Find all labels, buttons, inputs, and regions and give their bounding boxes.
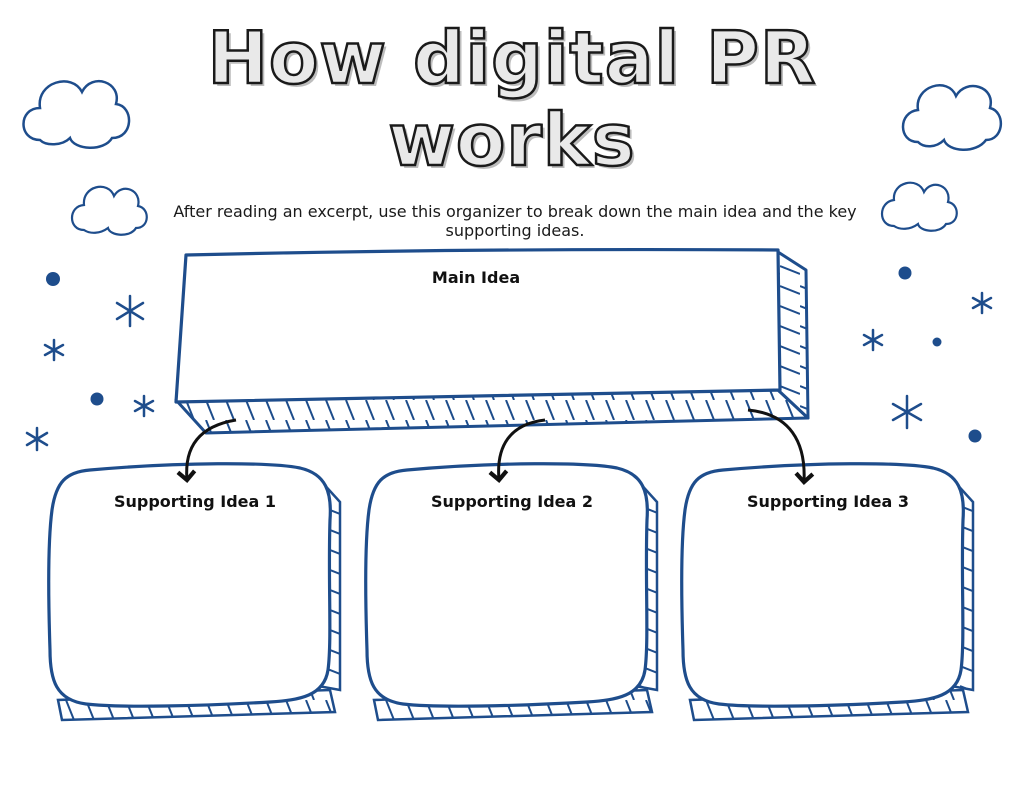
page-title-line-1: How digital PR (206, 16, 817, 100)
supporting-idea-box-2 (364, 462, 659, 722)
arrow-to-supporting-2 (488, 418, 546, 483)
dot-icon (898, 266, 912, 280)
supporting-idea-box-1 (47, 462, 342, 722)
dot-icon (968, 429, 982, 443)
sparkle-icon (115, 294, 145, 328)
arrow-to-supporting-1 (176, 418, 237, 483)
supporting-idea-2-label: Supporting Idea 2 (430, 492, 593, 511)
main-idea-box (174, 247, 810, 435)
dot-icon (932, 337, 942, 347)
supporting-idea-box-3 (680, 462, 975, 722)
cloud-icon-top-right (901, 84, 1002, 151)
instructions-text: After reading an excerpt, use this organ… (173, 202, 857, 240)
sparkle-icon (133, 394, 155, 418)
cloud-icon-top-left (22, 80, 131, 149)
supporting-idea-3-label: Supporting Idea 3 (746, 492, 909, 511)
page-title-line-2: works (387, 98, 636, 182)
sparkle-icon (971, 291, 993, 315)
main-idea-label: Main Idea (431, 268, 521, 287)
sparkle-icon (862, 328, 884, 352)
dot-icon (46, 272, 60, 286)
arrow-to-supporting-3 (747, 408, 815, 485)
sparkle-icon (891, 394, 923, 430)
sparkle-icon (43, 338, 65, 362)
cloud-icon-mid-left (70, 185, 148, 236)
cloud-icon-mid-right (880, 181, 958, 232)
sparkle-icon (25, 426, 49, 452)
supporting-idea-1-label: Supporting Idea 1 (113, 492, 276, 511)
dot-icon (90, 392, 104, 406)
